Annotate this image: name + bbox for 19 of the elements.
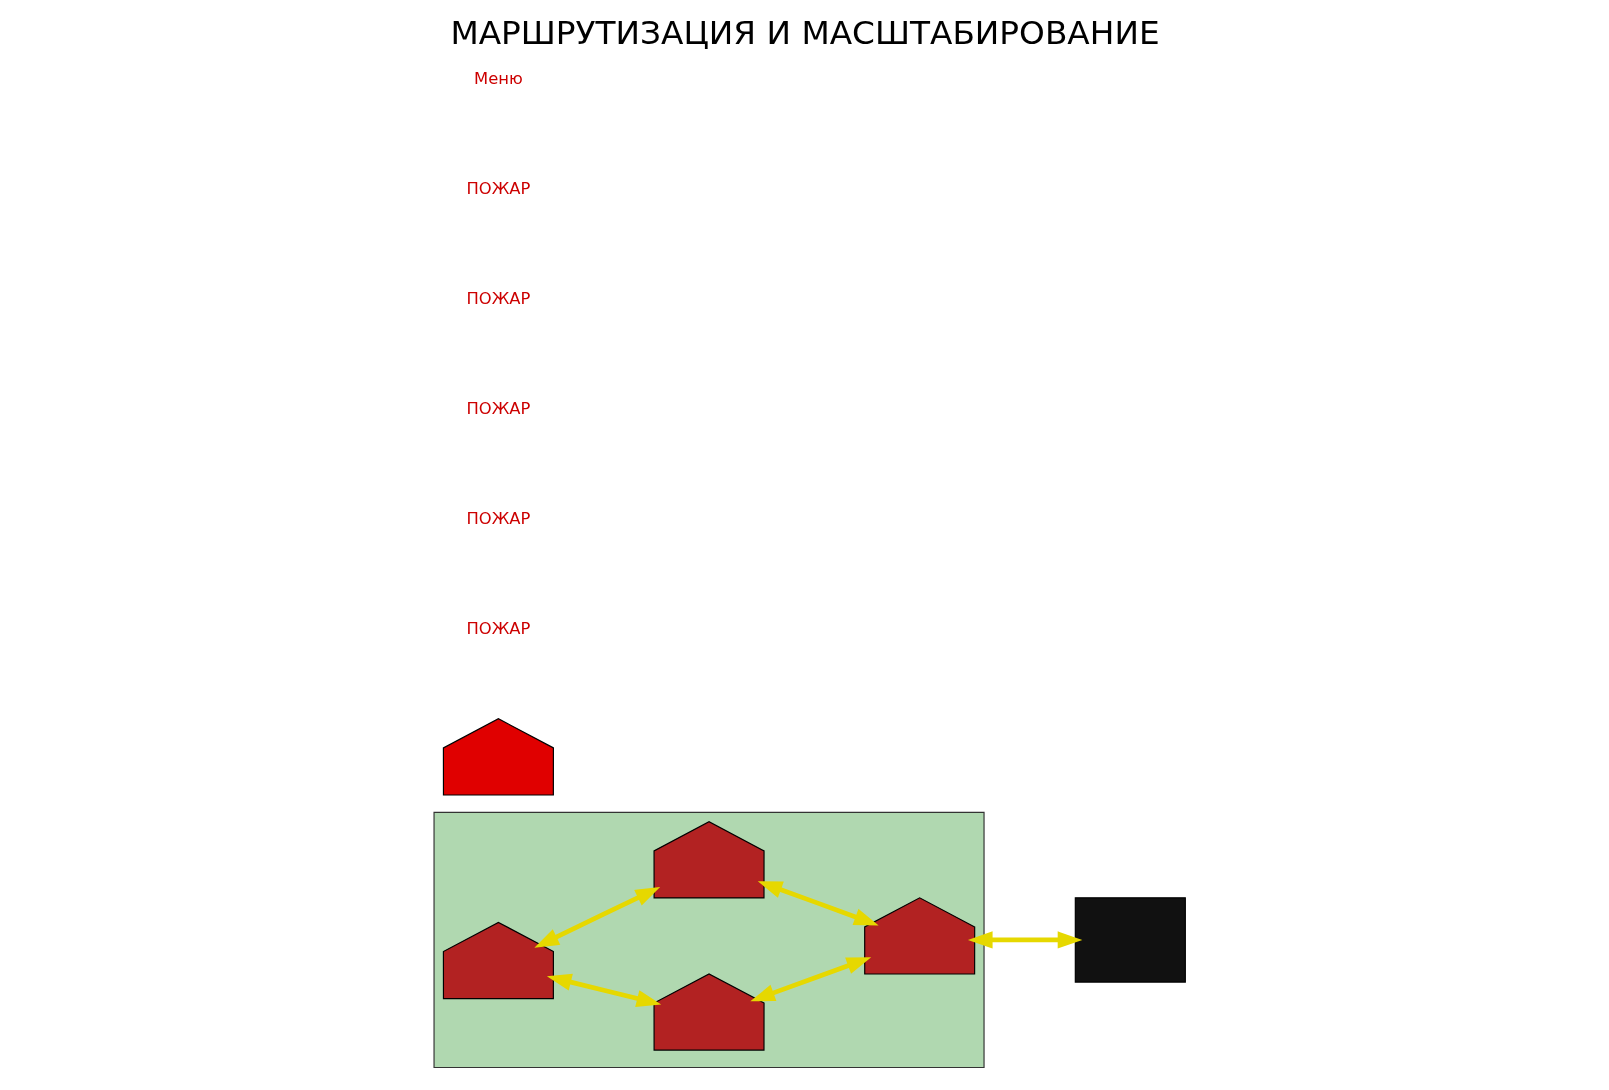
- arrow: [967, 931, 1082, 949]
- node-picture: [863, 897, 975, 975]
- arrow: [533, 886, 660, 948]
- arrow: [757, 881, 879, 926]
- label: ПОЖАР: [465, 619, 530, 639]
- label: ПОЖАР: [465, 399, 530, 419]
- label: ПОЖАР: [465, 289, 530, 309]
- label: ПОЖАР: [465, 509, 530, 529]
- cluster: [432, 811, 985, 1069]
- node-picture: [652, 973, 765, 1051]
- diagram-title: МАРШРУТИЗАЦИЯ И МАСШТАБИРОВАНИЕ: [449, 14, 1160, 53]
- label: ПОЖАР: [465, 179, 530, 199]
- node-picture: [442, 718, 554, 796]
- arrow: [546, 973, 661, 1007]
- label: Меню: [473, 69, 523, 89]
- node-picture: [652, 821, 765, 899]
- node-picture: [442, 921, 554, 1000]
- node-box: [1074, 897, 1186, 983]
- arrow: [749, 957, 871, 1002]
